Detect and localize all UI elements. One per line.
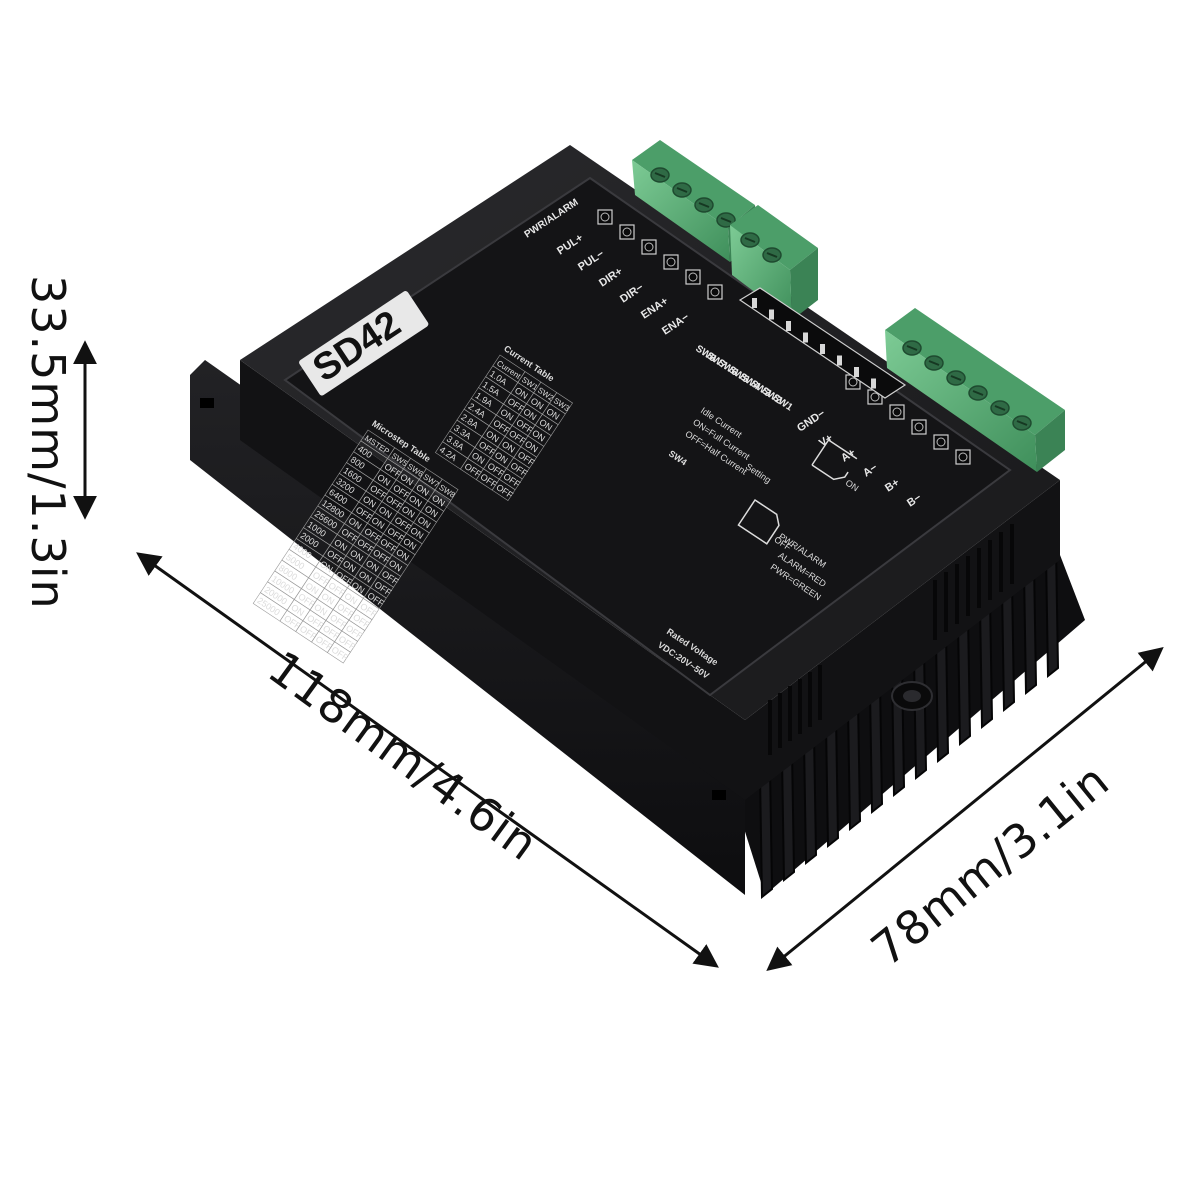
heatsink-fins (758, 543, 1060, 900)
dip-switch-toggle (786, 321, 791, 331)
width-arrow (766, 646, 1164, 972)
dip-switch-toggle (837, 355, 842, 366)
power-screws (902, 340, 1032, 431)
terminal-socket (707, 284, 723, 300)
terminal-block-signal-2 (730, 205, 818, 320)
terminal-socket (685, 269, 701, 285)
dip-switch-toggle (854, 367, 859, 377)
dip-switch-toggle (752, 298, 757, 308)
table-cell (491, 478, 516, 501)
terminal-socket (955, 449, 971, 465)
dip-switch-body (738, 287, 907, 399)
terminal-socket (641, 239, 657, 255)
vents-left (768, 665, 822, 755)
front-face (240, 360, 1060, 800)
terminal-socket (597, 209, 613, 225)
mount-screw-head (903, 690, 921, 702)
dip-switch-toggle (871, 378, 876, 389)
terminal-socket (663, 254, 679, 270)
length-arrow (136, 552, 719, 968)
side-slot-2 (712, 790, 726, 800)
label-panel (283, 176, 1012, 697)
height-label: 33.5mm/1.3in (21, 275, 75, 610)
dip-switch (738, 287, 907, 399)
signal-screws-2 (740, 232, 782, 263)
terminal-socket (911, 419, 927, 435)
side-slot-1 (200, 398, 214, 408)
stepper-driver: SD42 PWR/ALARM PUL+PUL−DIR+DIR−ENA+ENA− … (190, 140, 1085, 900)
model-badge (299, 291, 429, 396)
terminal-block-power (885, 308, 1065, 472)
terminal-socket (889, 404, 905, 420)
dip-switch-toggle (803, 332, 808, 343)
heatsink-base (735, 555, 1085, 895)
terminal-socket (933, 434, 949, 450)
height-dimension: 33.5mm/1.3in (21, 275, 97, 610)
table-cell (326, 641, 351, 664)
terminal-socket (619, 224, 635, 240)
vents-right (933, 524, 1014, 640)
dip-switch-toggle (769, 309, 774, 320)
signal-sockets (597, 209, 723, 300)
signal-screws (650, 167, 736, 228)
dip-switch-toggle (820, 344, 825, 354)
